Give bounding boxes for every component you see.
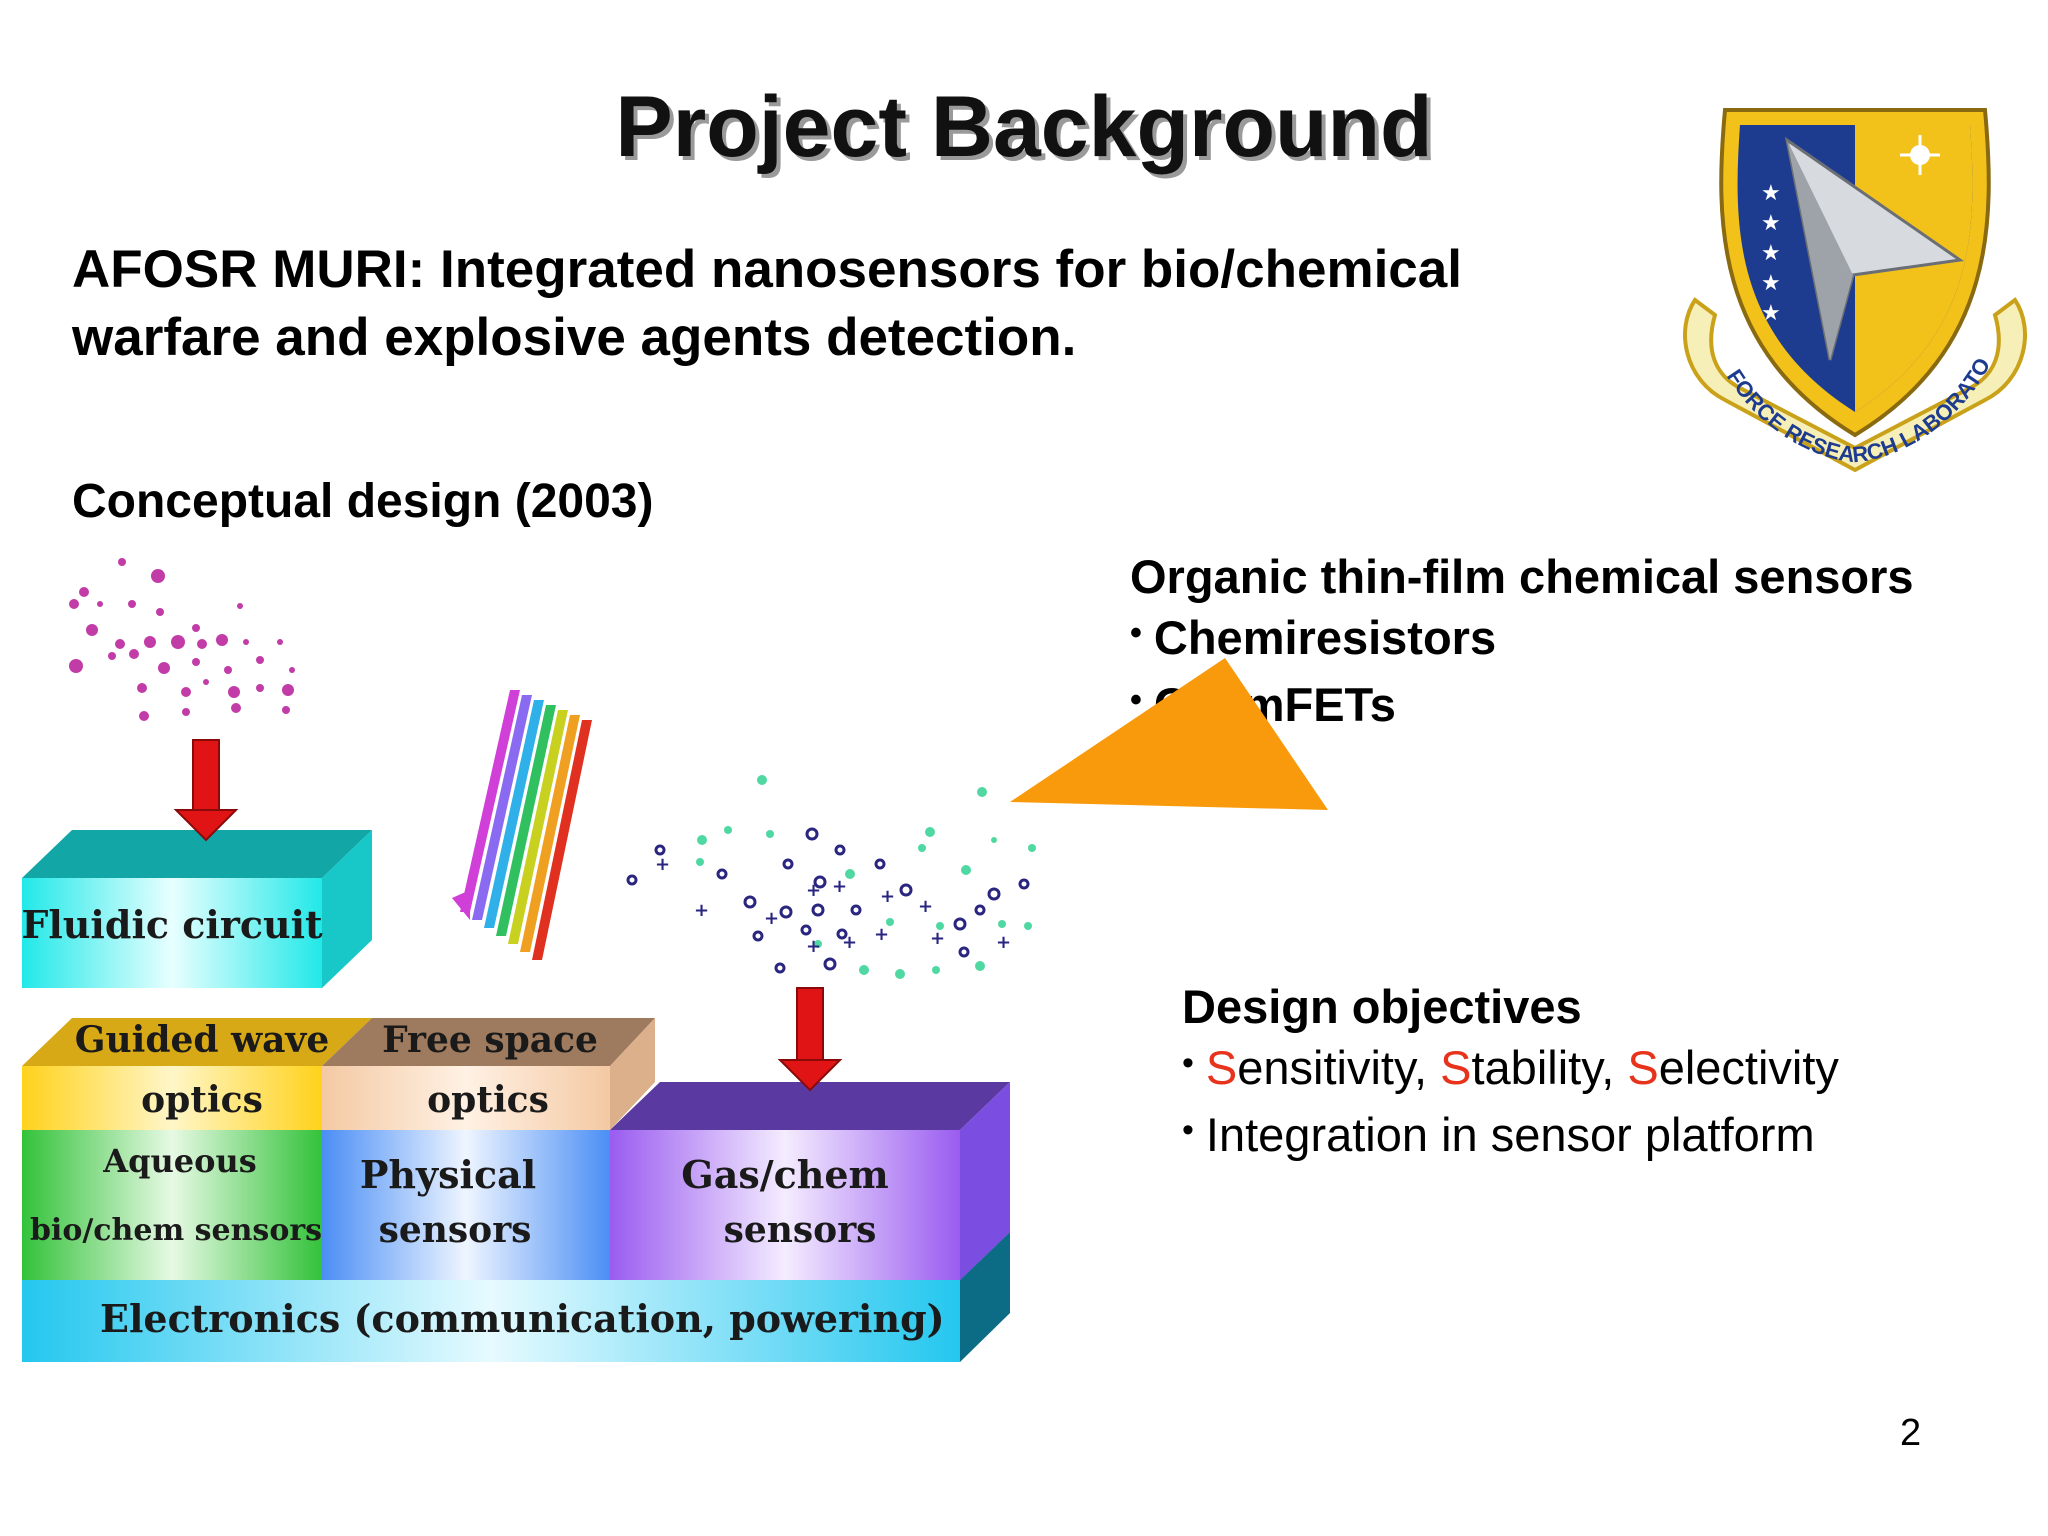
physical-label-2: sensors [379, 1209, 532, 1251]
aqueous-label-1: Aqueous [102, 1142, 256, 1180]
free-side [610, 1018, 655, 1130]
svg-text:+: + [806, 880, 821, 901]
organic-item: •Chemiresistors [1130, 611, 1497, 664]
objectives-heading: Design objectives [1182, 980, 1582, 1033]
fluidic-circuit [22, 878, 322, 988]
concept-heading: Conceptual design (2003) [72, 475, 654, 528]
svg-text:+: + [655, 854, 670, 875]
svg-text:+: + [694, 900, 709, 921]
free-space-optics [322, 1066, 610, 1130]
aqueous-label-2: bio/chem sensors [30, 1213, 322, 1248]
svg-text:★: ★ [1761, 211, 1781, 236]
highlight-letter: S [1627, 1041, 1659, 1094]
organic-item-label: Chemiresistors [1153, 611, 1497, 664]
svg-text:★: ★ [1761, 181, 1781, 206]
callout-pointer [1010, 658, 1328, 810]
svg-text:+: + [874, 924, 889, 945]
physical-sensors [322, 1130, 610, 1280]
light-beam-icon [452, 690, 592, 960]
svg-text:+: + [806, 936, 821, 957]
objectives-item: •Integration in sensor platform [1182, 1108, 1815, 1161]
electronics-side [960, 1232, 1010, 1362]
arrow-down-icon [173, 739, 239, 842]
organic-heading: Organic thin-film chemical sensors [1130, 550, 1914, 603]
design-objectives: Design objectives •Sensitivity, Stabilit… [1182, 976, 1839, 1171]
electronics-layer [22, 1280, 960, 1362]
aqueous-sensors [22, 1130, 322, 1280]
particles-icon [69, 558, 295, 721]
svg-text:+: + [880, 886, 895, 907]
free-label-1: Free space [382, 1019, 598, 1061]
project-subtitle: AFOSR MURI: Integrated nanosensors for b… [72, 240, 1462, 367]
highlight-letter: S [1440, 1041, 1472, 1094]
guided-label-2: optics [141, 1079, 263, 1121]
particles-icon: + + + + + + + + + + + + [626, 775, 1036, 979]
electronics-label: Electronics (communication, powering) [100, 1296, 945, 1341]
svg-text:★: ★ [1761, 271, 1781, 296]
fluidic-side [322, 830, 372, 988]
guided-top [22, 1018, 372, 1066]
guided-label-1: Guided wave [75, 1019, 330, 1061]
arrow-down-icon [777, 987, 843, 1092]
conceptual-diagram: Electronics (communication, powering) Ga… [21, 558, 1328, 1362]
highlight-letter: S [1205, 1041, 1238, 1094]
objectives-text: Integration in sensor platform [1205, 1108, 1815, 1161]
svg-text:+: + [764, 908, 779, 929]
gaschem-side [960, 1082, 1010, 1280]
svg-text:★: ★ [1761, 241, 1781, 266]
objectives-text: electivity [1658, 1041, 1839, 1094]
free-top [322, 1018, 655, 1066]
gaschem-sensors [610, 1130, 960, 1280]
fluidic-label: Fluidic circuit [21, 902, 323, 947]
slide-title: Project Background [615, 79, 1433, 175]
physical-label-1: Physical [360, 1152, 536, 1197]
svg-text:+: + [996, 932, 1011, 953]
gaschem-top [610, 1082, 1010, 1130]
svg-text:★: ★ [1761, 301, 1781, 326]
fluidic-top [22, 830, 372, 878]
organic-sensors: Organic thin-film chemical sensors •Chem… [1130, 546, 1914, 741]
page-number: 2 [1900, 1412, 1922, 1454]
objectives-text: ensitivity, [1237, 1041, 1441, 1094]
afrl-logo: ★ ★ ★ ★ ★ AIR FORCE RESEARCH LABORATORY [1665, 100, 2027, 473]
svg-text:+: + [918, 896, 933, 917]
svg-text:+: + [842, 932, 857, 953]
free-label-2: optics [427, 1079, 549, 1121]
svg-text:+: + [930, 928, 945, 949]
objectives-item: •Sensitivity, Stability, Selectivity [1182, 1041, 1839, 1094]
svg-text:+: + [832, 876, 847, 897]
guided-wave-optics [22, 1066, 322, 1130]
gaschem-label-2: sensors [724, 1209, 877, 1251]
gaschem-label-1: Gas/chem [681, 1152, 889, 1197]
objectives-text: tability, [1471, 1041, 1628, 1094]
